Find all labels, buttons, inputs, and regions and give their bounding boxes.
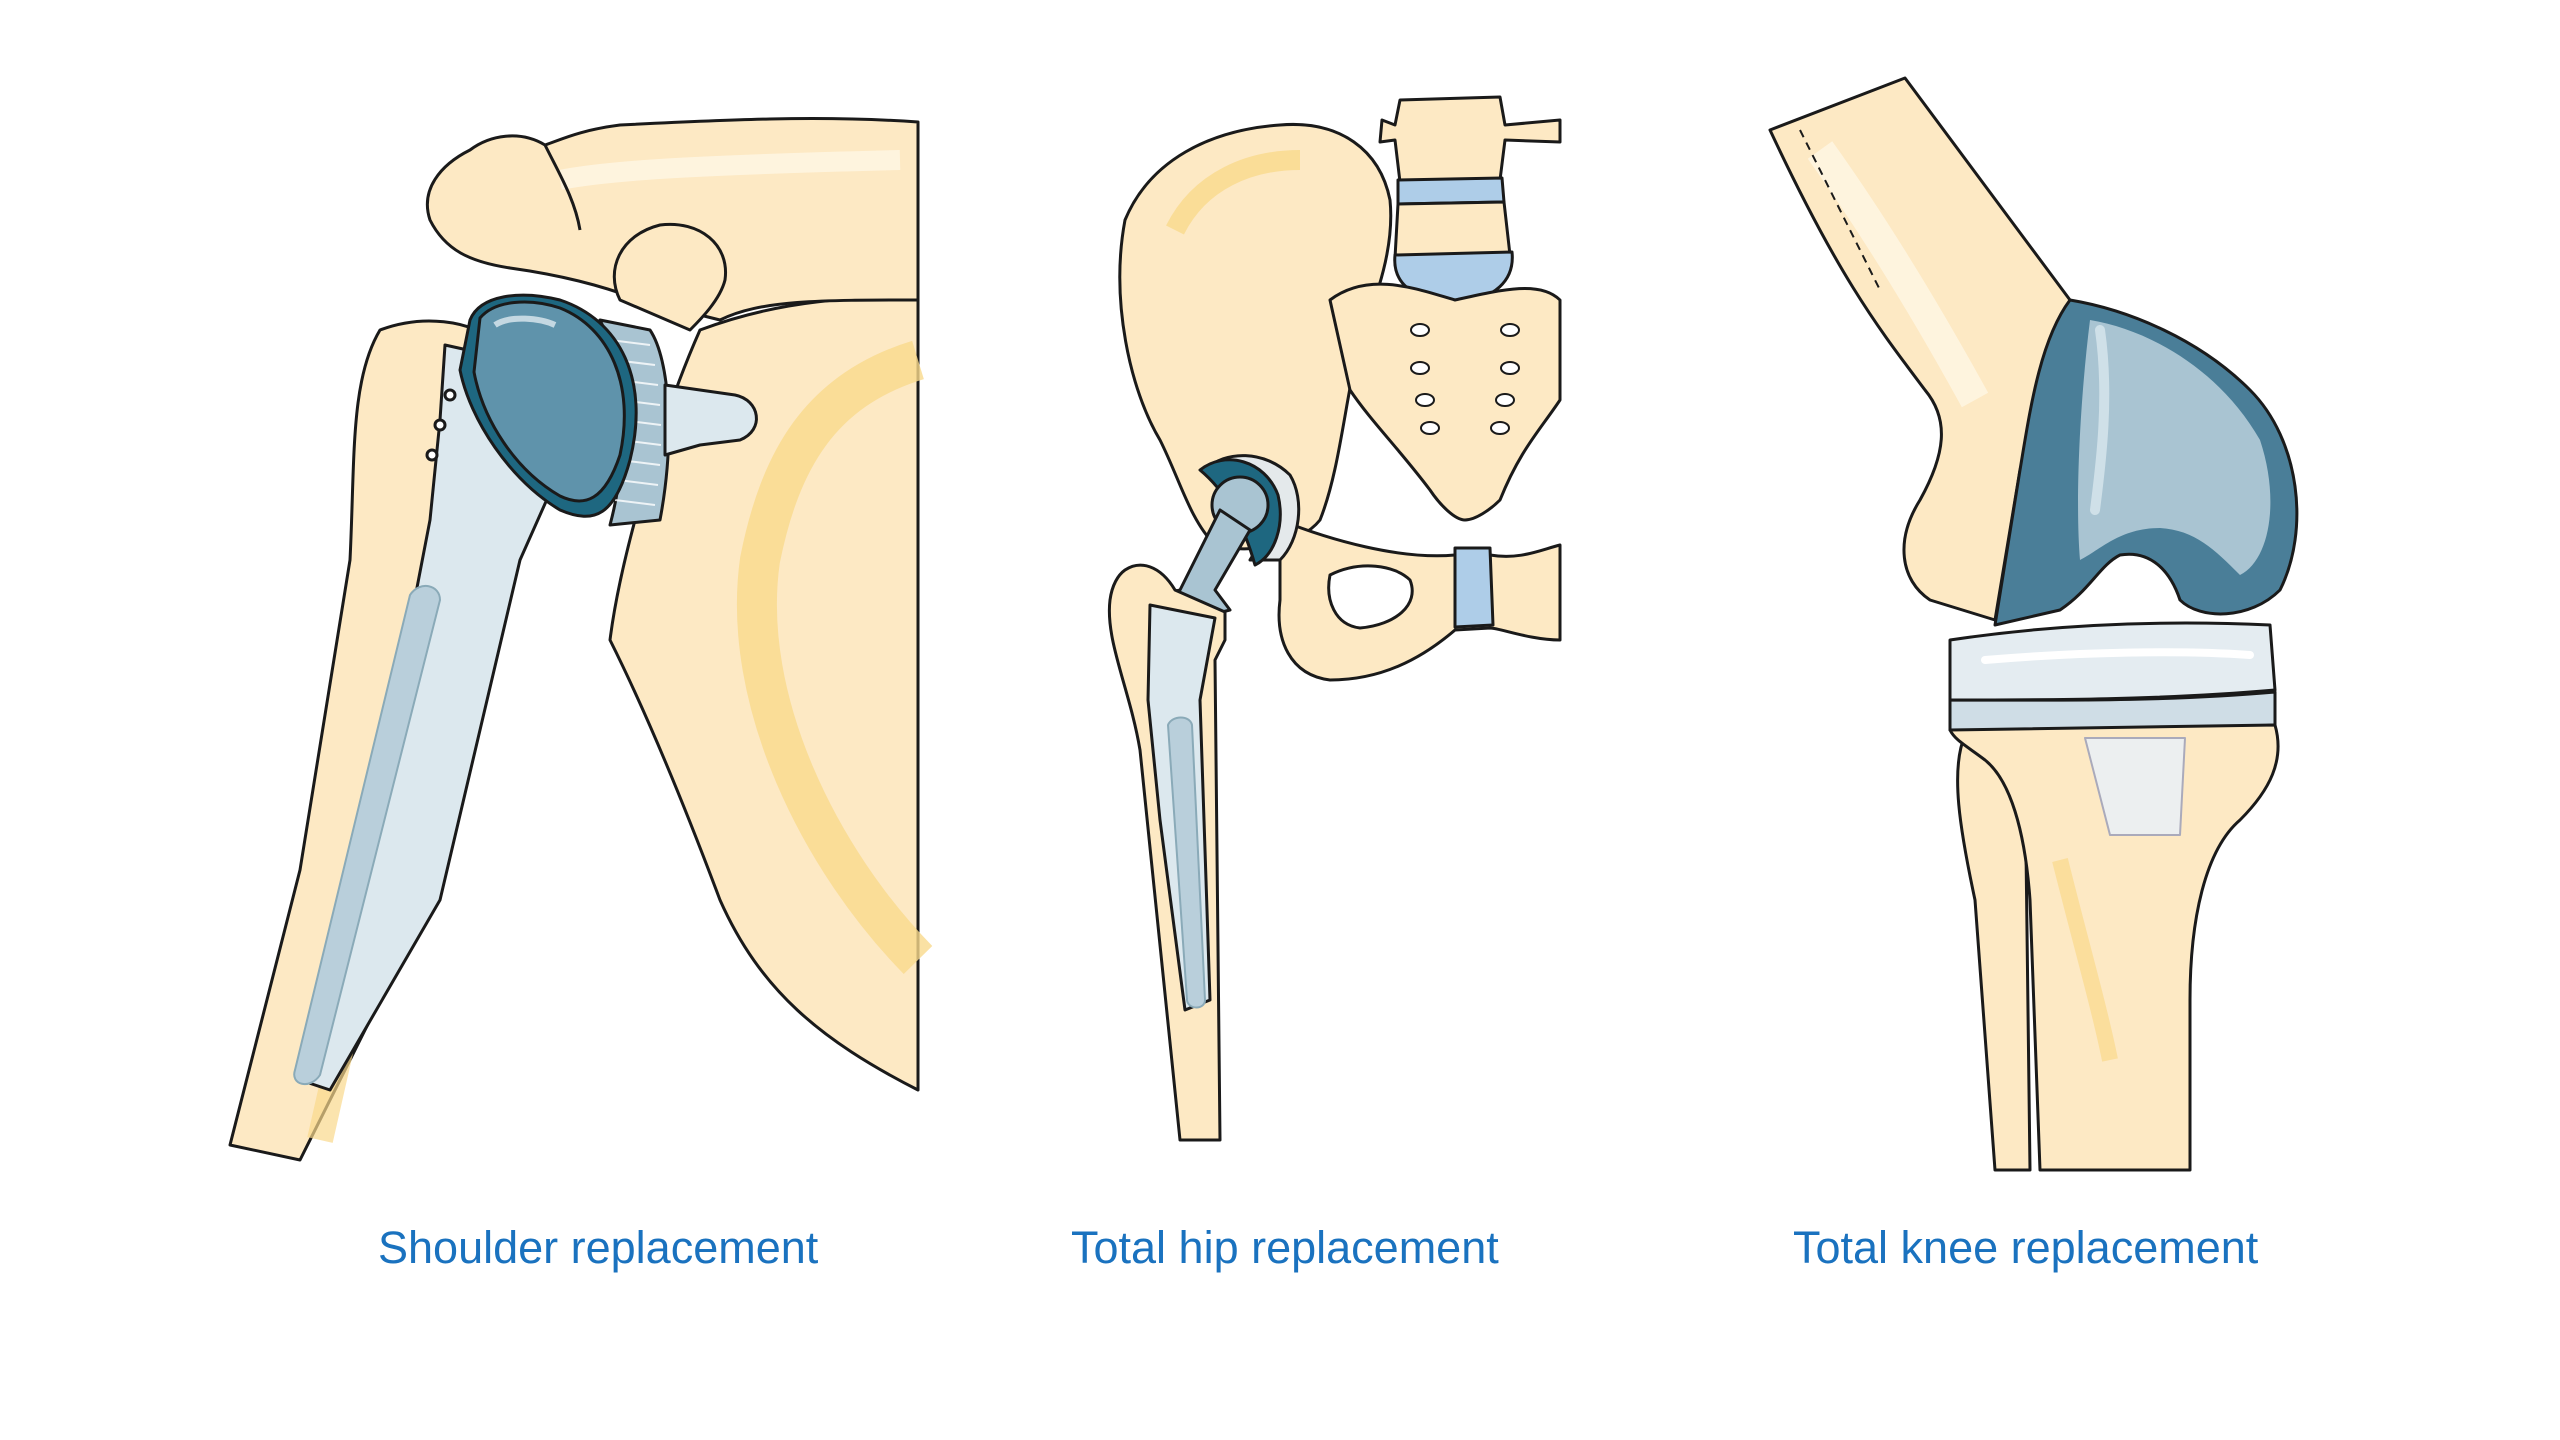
ilium bbox=[1118, 122, 1393, 551]
lumbar-vertebra-2 bbox=[1393, 200, 1512, 260]
tibia bbox=[1948, 723, 2280, 1172]
tibial-stem bbox=[2084, 737, 2186, 836]
sacrum bbox=[1328, 282, 1562, 522]
pubis bbox=[1277, 518, 1562, 682]
pubic-symphysis bbox=[1453, 546, 1495, 629]
lumbar-vertebra-1 bbox=[1378, 95, 1562, 184]
intervertebral-disc-1 bbox=[1396, 176, 1506, 206]
shoulder-replacement-label: Shoulder replacement bbox=[378, 1222, 819, 1273]
knee-illustration bbox=[1768, 76, 2299, 1172]
hip-illustration bbox=[1107, 95, 1562, 1142]
knee-replacement-label: Total knee replacement bbox=[1793, 1222, 2259, 1273]
shoulder-illustration bbox=[228, 117, 933, 1162]
obturator-foramen bbox=[1327, 564, 1414, 630]
hip-replacement-label: Total hip replacement bbox=[1071, 1222, 1499, 1273]
knee-femur bbox=[1768, 76, 2072, 622]
glenoid-peg bbox=[663, 383, 758, 457]
coracoid bbox=[612, 222, 728, 332]
